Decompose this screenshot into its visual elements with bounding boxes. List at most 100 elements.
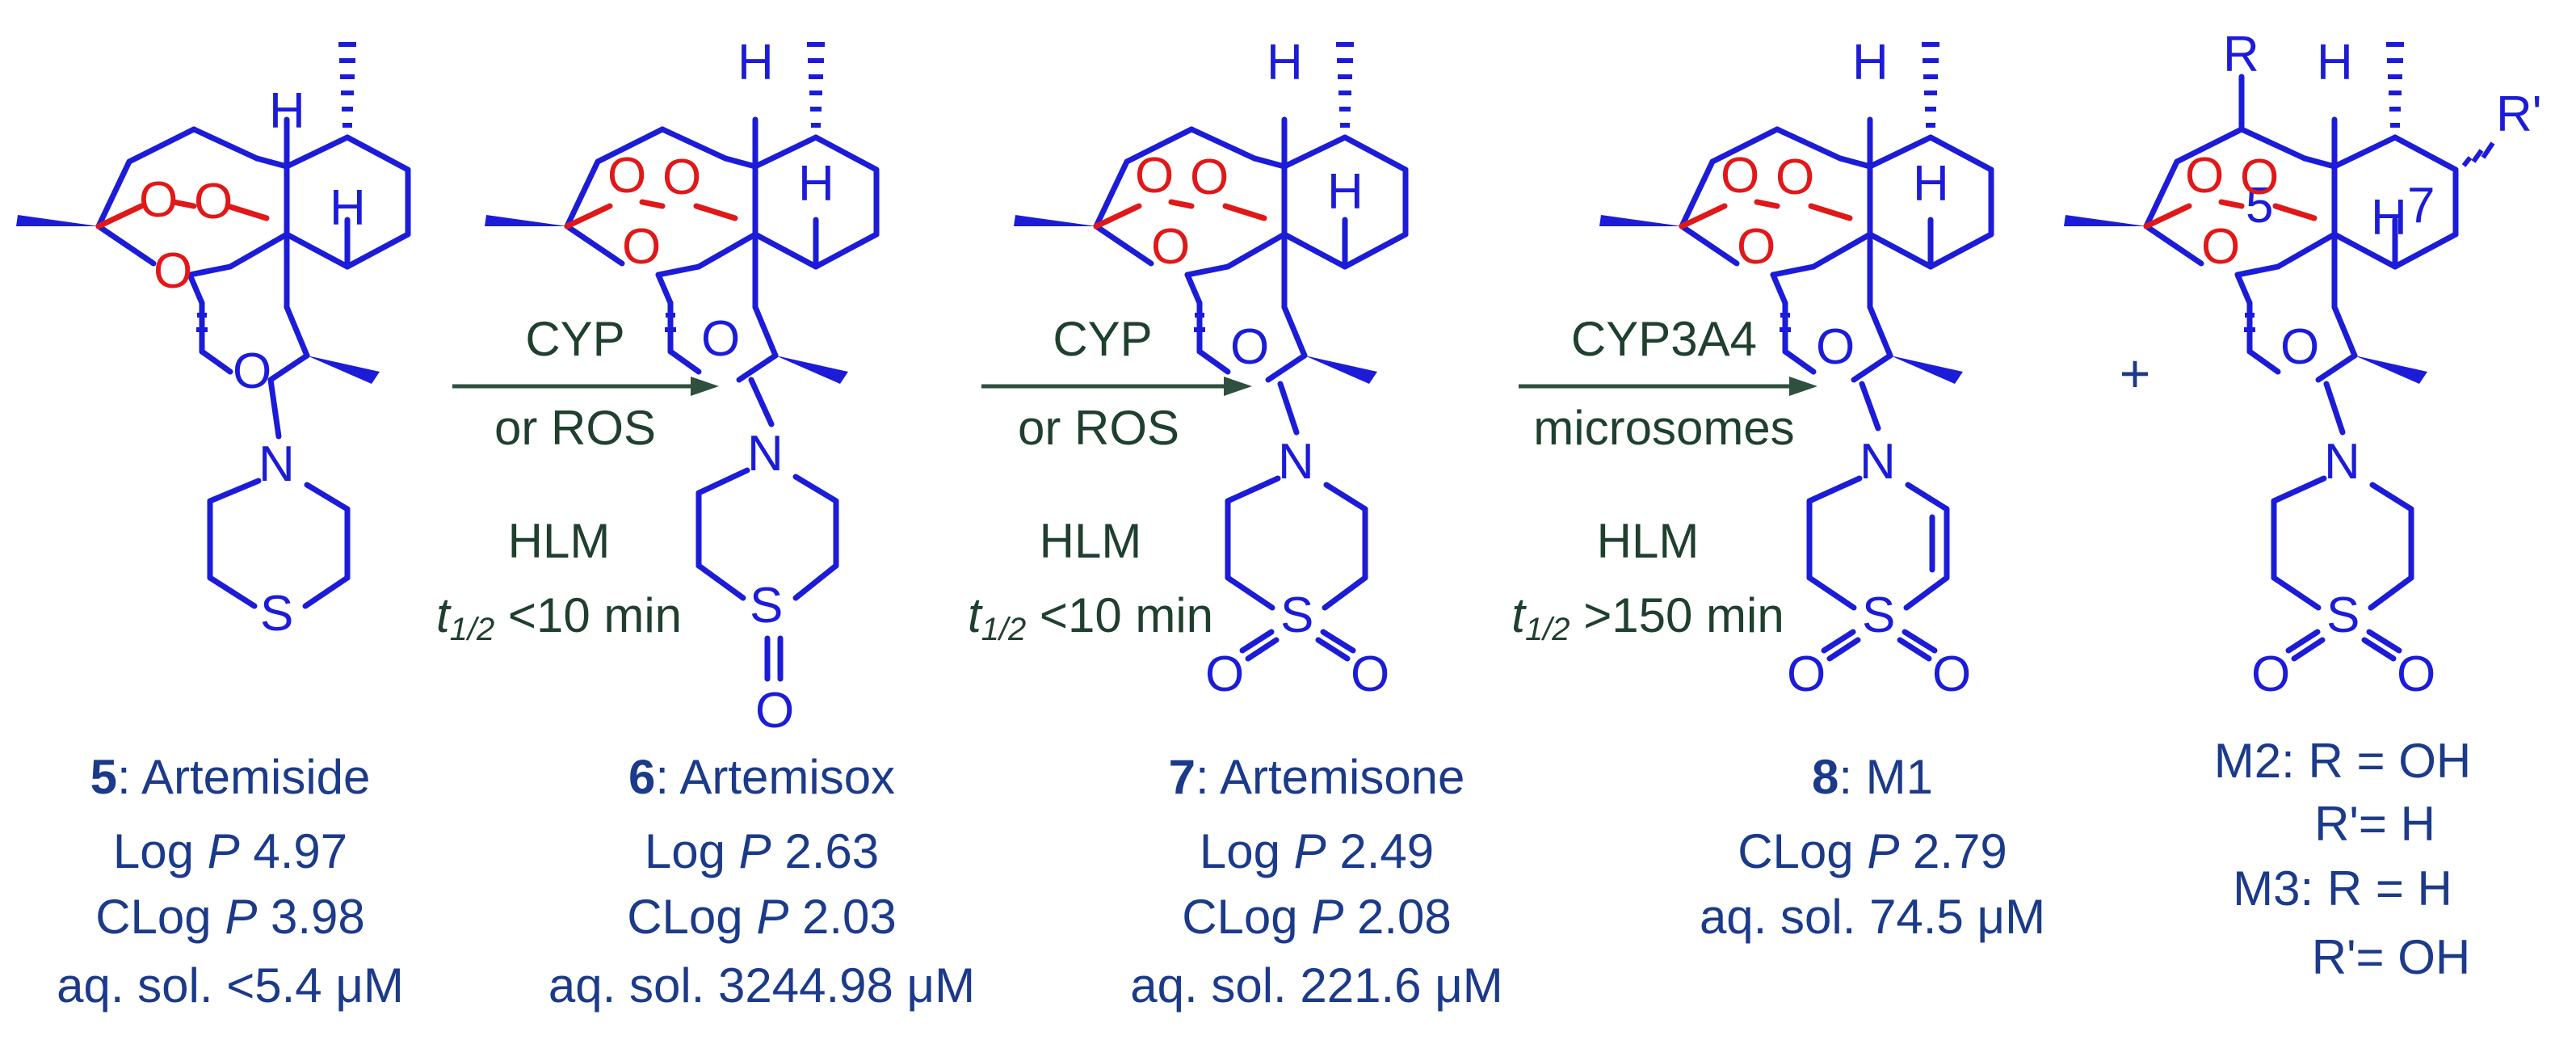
caption-m1: 8: M1 CLog P 2.79 aq. sol. 74.5 μM — [1700, 750, 2045, 944]
step-1-reagent: CYP — [525, 312, 624, 366]
structure-artemisone: H H O O O O N S O O — [1014, 35, 1406, 702]
atom-h: H — [1327, 164, 1364, 220]
atom-h: H — [269, 83, 305, 139]
position-7-label: 7 — [2407, 178, 2435, 234]
m3-definition: M3: R = H — [2233, 861, 2452, 916]
svg-text:CLog P 3.98: CLog P 3.98 — [95, 890, 365, 944]
position-5-label: 5 — [2246, 178, 2273, 234]
step-2-arrow: CYP or ROS HLM t1/2 <10 min — [968, 312, 1252, 647]
structure-m2-m3: R H R' 5 H 7 O O O O N S O O — [2064, 27, 2542, 702]
atom-o: O — [1721, 148, 1759, 204]
compound-number: 6 — [628, 750, 655, 804]
atom-o: O — [139, 172, 178, 228]
compound-number: 7 — [1169, 750, 1196, 804]
atom-s: S — [750, 578, 783, 634]
step-3-reagent: CYP3A4 — [1571, 312, 1757, 366]
step-2-assay: HLM — [1040, 514, 1142, 568]
caption-artemisox: 6: Artemisox Log P 2.63 CLog P 2.03 aq. … — [548, 750, 975, 1013]
atom-n: N — [1278, 434, 1314, 490]
m2-definition: M2: R = OH — [2214, 734, 2471, 788]
svg-text:aq. sol. <5.4 μM: aq. sol. <5.4 μM — [57, 958, 404, 1013]
atom-o: O — [194, 174, 233, 229]
atom-o: O — [1737, 219, 1775, 275]
atom-h: H — [1913, 156, 1949, 212]
atom-h: H — [1852, 35, 1889, 91]
atom-o: O — [2251, 646, 2290, 702]
atom-o: O — [1775, 149, 1814, 205]
step-2-halflife: t1/2 <10 min — [968, 588, 1213, 647]
step-2-condition: or ROS — [1018, 401, 1179, 455]
atom-o: O — [1787, 646, 1826, 702]
step-3-assay: HLM — [1597, 514, 1700, 568]
compound-name: : Artemisone — [1196, 750, 1465, 804]
step-1-arrow: CYP or ROS HLM t1/2 <10 min — [436, 312, 719, 647]
atom-o: O — [233, 343, 271, 399]
atom-o: O — [1190, 149, 1229, 205]
svg-text:aq. sol. 74.5 μM: aq. sol. 74.5 μM — [1700, 890, 2045, 944]
step-3-condition: microsomes — [1533, 401, 1794, 455]
atom-h: H — [2371, 190, 2407, 246]
atom-o: O — [1351, 646, 1389, 702]
step-1-halflife: t1/2 <10 min — [436, 588, 682, 647]
atom-o: O — [2240, 149, 2279, 205]
atom-h: H — [798, 156, 834, 212]
svg-text:Log P 2.63: Log P 2.63 — [645, 824, 879, 878]
atom-h: H — [1267, 35, 1303, 91]
atom-o: O — [622, 219, 661, 275]
atom-s: S — [1862, 587, 1895, 643]
atom-r: R — [2223, 27, 2259, 82]
atom-o: O — [153, 243, 192, 299]
m2-definition-r-prime: R'= H — [2314, 797, 2435, 851]
atom-n: N — [1860, 434, 1896, 490]
caption-m2-m3: M2: R = OH R'= H M3: R = H R'= OH — [2214, 734, 2471, 984]
structure-m1: H H O O O O N S O O — [1599, 35, 1991, 702]
svg-text:5: Artemiside: 5: Artemiside — [90, 750, 371, 804]
atom-r-prime: R' — [2496, 86, 2542, 142]
atom-h: H — [738, 35, 774, 91]
compound-name: : Artemiside — [117, 750, 370, 804]
atom-o: O — [1816, 319, 1855, 375]
step-3-arrow: CYP3A4 microsomes HLM t1/2 >150 min — [1511, 312, 1817, 647]
atom-o: O — [2185, 148, 2224, 204]
atom-s: S — [260, 586, 293, 642]
atom-o: O — [2397, 646, 2435, 702]
step-1-assay: HLM — [508, 514, 611, 568]
svg-text:Log P 4.97: Log P 4.97 — [113, 824, 347, 878]
structure-artemiside: H H O O O O N S — [16, 44, 408, 642]
svg-text:CLog P 2.03: CLog P 2.03 — [627, 890, 897, 944]
svg-text:aq. sol. 221.6 μM: aq. sol. 221.6 μM — [1130, 958, 1503, 1013]
atom-o: O — [1151, 219, 1190, 275]
svg-text:8: M1: 8: M1 — [1812, 750, 1933, 804]
atom-o: O — [2280, 319, 2319, 375]
svg-text:CLog P 2.79: CLog P 2.79 — [1738, 824, 2007, 878]
atom-o: O — [607, 148, 646, 204]
atom-s: S — [1280, 587, 1313, 643]
atom-o: O — [662, 149, 701, 205]
compound-number: 8 — [1812, 750, 1838, 804]
caption-artemisone: 7: Artemisone Log P 2.49 CLog P 2.08 aq.… — [1130, 750, 1503, 1013]
atom-s: S — [2326, 587, 2360, 643]
step-1-condition: or ROS — [494, 401, 656, 455]
structure-artemisox: H H O O O O N S O — [485, 35, 876, 739]
atom-o: O — [1205, 646, 1244, 702]
svg-text:CLog P 2.08: CLog P 2.08 — [1182, 890, 1452, 944]
svg-text:Log P 2.49: Log P 2.49 — [1200, 824, 1434, 878]
atom-n: N — [258, 436, 295, 492]
compound-name: : Artemisox — [655, 750, 895, 804]
svg-text:6: Artemisox: 6: Artemisox — [628, 750, 895, 804]
atom-o: O — [755, 683, 794, 739]
svg-text:7: Artemisone: 7: Artemisone — [1169, 750, 1465, 804]
compound-name: : M1 — [1838, 750, 1933, 804]
atom-n: N — [747, 426, 784, 482]
step-2-reagent: CYP — [1053, 312, 1152, 366]
m3-definition-r-prime: R'= OH — [2312, 930, 2471, 984]
atom-o: O — [1230, 319, 1269, 375]
svg-text:aq. sol. 3244.98 μM: aq. sol. 3244.98 μM — [548, 958, 975, 1013]
atom-o: O — [1932, 646, 1971, 702]
compound-number: 5 — [90, 750, 117, 804]
atom-o: O — [701, 311, 740, 367]
atom-o: O — [1135, 148, 1174, 204]
plus-sign: + — [2120, 343, 2151, 403]
atom-n: N — [2324, 434, 2360, 490]
